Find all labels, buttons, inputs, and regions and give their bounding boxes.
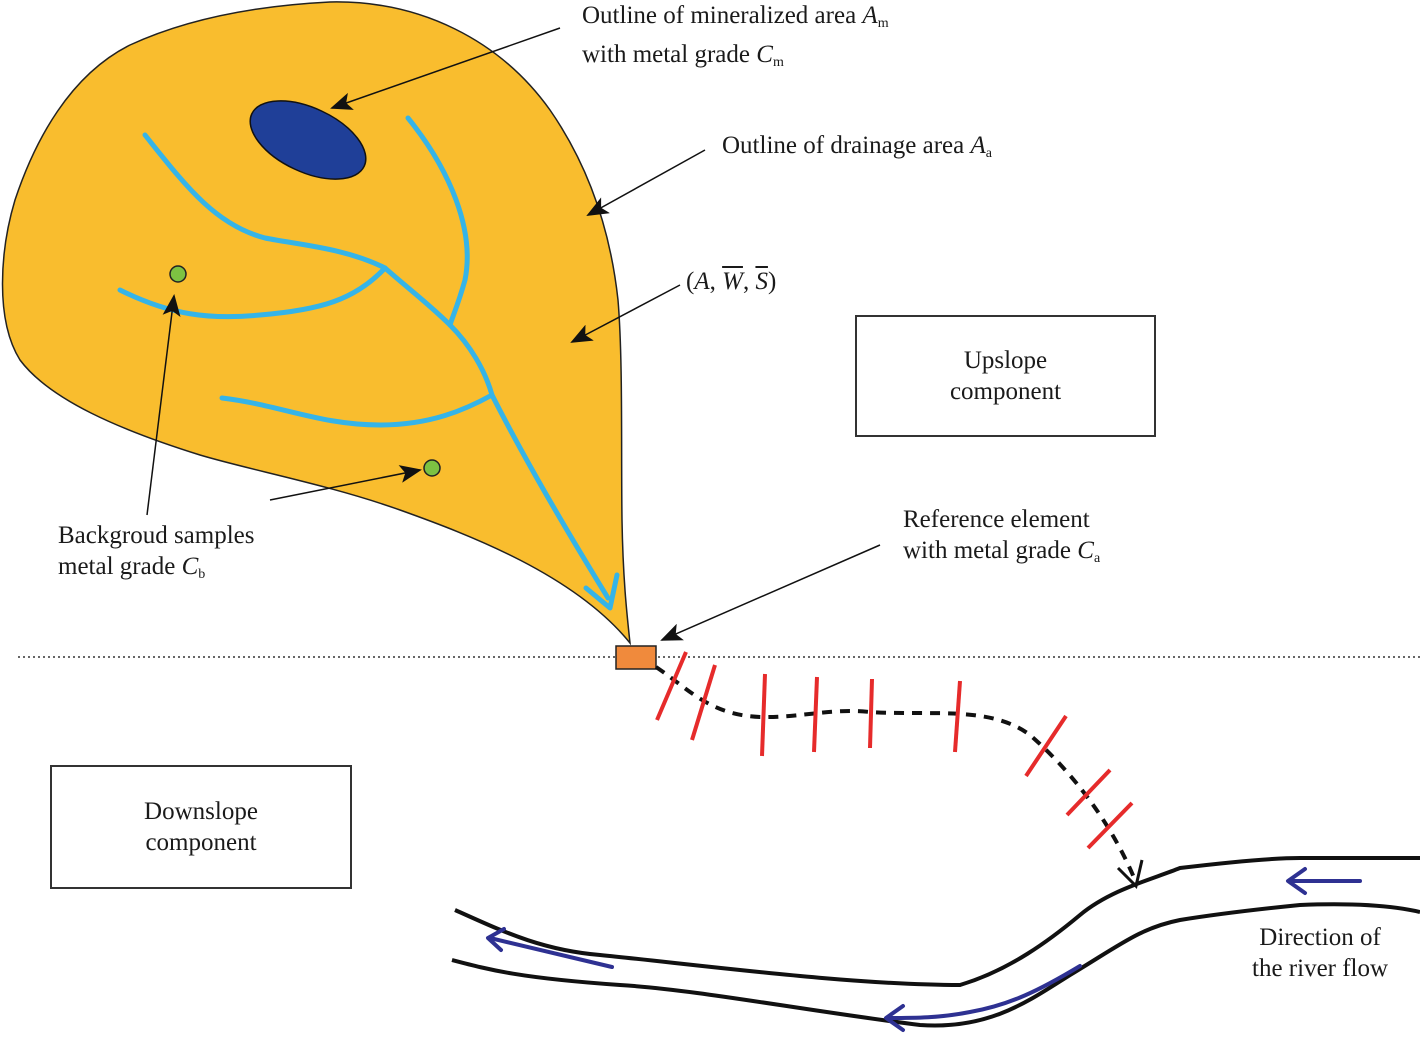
drainage-area-outline	[1, 1, 632, 646]
params-close: )	[767, 268, 777, 295]
cross-section-9	[1086, 801, 1134, 850]
upslope-line2: component	[949, 378, 1062, 405]
drainage-var-sub: a	[985, 146, 992, 161]
cross-section-4	[812, 676, 819, 753]
river-bank-lower	[451, 902, 1420, 1028]
background-var-sub: b	[198, 567, 206, 582]
background-samples-label: Backgroud samples metal grade Cb	[58, 520, 254, 590]
cross-section-7	[1024, 714, 1068, 778]
drainage-label-text: Outline of drainage area	[722, 132, 965, 159]
parameters-label: (A, W, S)	[686, 266, 776, 297]
flow-arrow-left-head	[486, 927, 506, 952]
cross-sections	[655, 651, 1134, 850]
background-var: C	[181, 553, 199, 580]
stream-channel-lower	[219, 392, 495, 428]
params-s: S	[755, 268, 768, 295]
mineralized-label-line2: with metal grade Cm	[582, 39, 889, 78]
background-label-line2: metal grade Cb	[58, 551, 254, 590]
cross-section-3	[760, 673, 767, 757]
pointer-background-2	[269, 465, 422, 501]
stream-channel-upper	[142, 132, 388, 271]
pointer-background-1	[146, 294, 181, 516]
reference-label-line2: with metal grade Ca	[903, 535, 1100, 574]
cross-section-8	[1065, 768, 1112, 817]
pointer-params	[570, 284, 681, 343]
params-w: W	[722, 268, 743, 295]
river-bank-upper	[454, 856, 1420, 987]
downslope-line2: component	[145, 829, 257, 856]
flow-arrow-left	[488, 936, 614, 969]
mineralized-var-sub: m	[877, 16, 889, 31]
river-flow-direction-label: Direction of the river flow	[1252, 922, 1388, 984]
upslope-line1: Upslope	[963, 347, 1048, 374]
stream-channel-left	[117, 265, 388, 320]
stream-network	[117, 115, 620, 611]
mineralized-var: A	[862, 2, 878, 29]
flow-arrow-middle	[886, 964, 1082, 1020]
mineralized-area-label: Outline of mineralized area Am with meta…	[582, 0, 889, 78]
reference-var-sub: a	[1093, 551, 1101, 566]
reference-label-line1: Reference element	[903, 506, 1090, 533]
downslope-line1: Downslope	[144, 798, 258, 825]
params-a: A	[694, 268, 710, 295]
pointer-arrows	[146, 27, 881, 641]
upslope-component-box: Upslope component	[855, 315, 1156, 437]
background-label-line1: Backgroud samples	[58, 522, 255, 549]
direction-label-line2: the river flow	[1252, 955, 1389, 982]
pointer-drainage	[586, 149, 706, 216]
params-sep-2: ,	[742, 268, 756, 295]
params-sep-1: ,	[709, 268, 723, 295]
reference-grade-text: with metal grade	[903, 537, 1071, 564]
direction-label-line1: Direction of	[1259, 924, 1381, 951]
mineralized-grade-sub: m	[772, 55, 784, 70]
mineralized-label-text: Outline of mineralized area	[582, 2, 857, 29]
background-grade-text: metal grade	[58, 553, 176, 580]
pointer-mineralized	[330, 27, 561, 110]
cross-section-5	[868, 678, 874, 749]
main-stream-arrowhead	[583, 572, 620, 611]
drainage-area-label: Outline of drainage area Aa	[722, 130, 992, 169]
cross-section-1	[655, 651, 688, 721]
mineralized-area	[249, 100, 367, 180]
params-open: (	[686, 268, 695, 295]
background-sample-2	[423, 459, 441, 477]
river	[451, 856, 1420, 1028]
main-stream	[382, 265, 611, 601]
reference-element	[615, 645, 657, 670]
mineralized-grade-var: C	[756, 41, 773, 68]
mineralized-label-line1: Outline of mineralized area Am	[582, 0, 889, 39]
reference-element-label: Reference element with metal grade Ca	[903, 504, 1100, 574]
river-flow-arrows	[486, 867, 1362, 1032]
pointer-reference	[660, 544, 881, 641]
cross-section-6	[953, 680, 962, 753]
reference-var: C	[1077, 537, 1094, 564]
downslope-component-box: Downslope component	[50, 765, 352, 889]
flow-arrow-middle-head	[884, 1004, 905, 1032]
stream-channel-right	[405, 115, 470, 328]
flow-arrow-right-head	[1286, 867, 1307, 895]
cross-section-2	[690, 664, 717, 741]
downstream-path	[654, 665, 1137, 881]
drainage-var: A	[970, 132, 986, 159]
mineralized-grade-text: with metal grade	[582, 41, 750, 68]
background-sample-1	[169, 265, 187, 283]
